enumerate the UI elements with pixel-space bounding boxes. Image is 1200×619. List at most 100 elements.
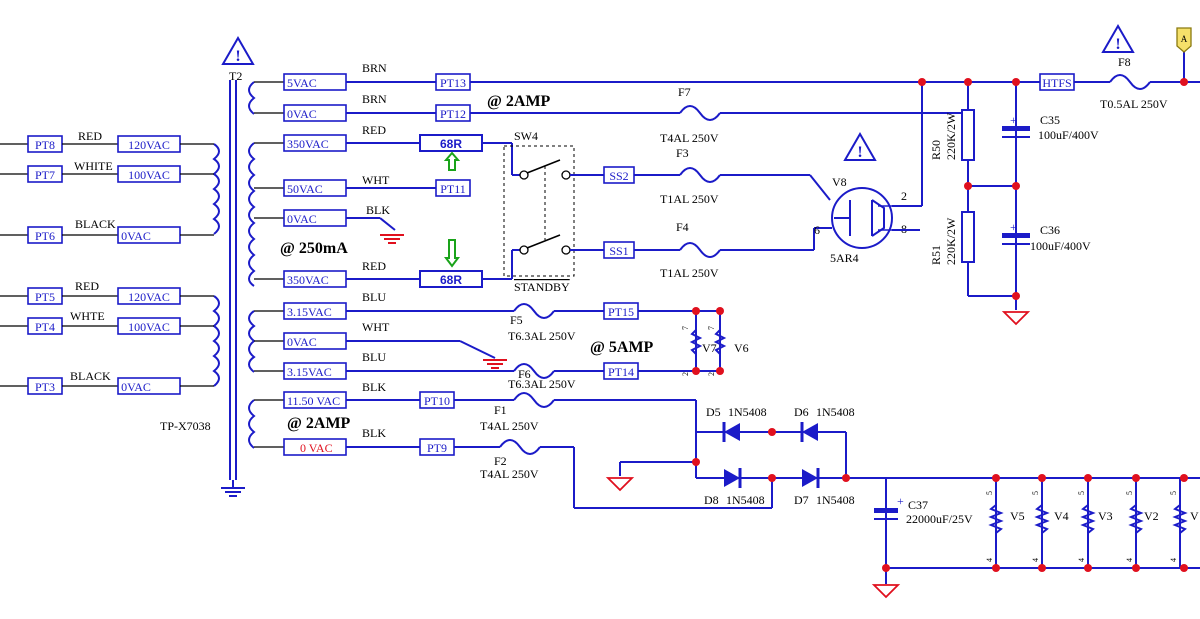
heater-pin: 7	[707, 326, 716, 330]
wire-color: BLU	[362, 350, 386, 364]
connector-label: SS1	[609, 244, 628, 258]
ground-icon	[221, 480, 245, 497]
heater-section: F5 T6.3AL 250V PT15 F6 T6.3AL 250V PT14 …	[346, 302, 749, 391]
heater-pin: 2	[707, 372, 716, 376]
primary-row: PT8 RED 120VAC	[27, 129, 214, 153]
capacitor-ref: C36	[1040, 223, 1060, 237]
fuse-ref: F5	[510, 313, 523, 327]
pt-label: PT15	[608, 305, 634, 319]
down-arrow-icon	[444, 239, 460, 268]
fuse-ref: F8	[1118, 55, 1131, 69]
tube-pin: 5	[1031, 491, 1040, 495]
heater-ref: V6	[734, 341, 749, 355]
volt-label: 3.15VAC	[287, 305, 332, 319]
tube-ref: V4	[1054, 509, 1069, 523]
primary-row: PT3 BLACK 0VAC	[27, 369, 214, 395]
resistor-value: 220K/2W	[944, 217, 958, 265]
wire-color: WHT	[362, 173, 390, 187]
wire-color: BLK	[362, 380, 386, 394]
wire-color: WHT	[362, 320, 390, 334]
warning-icon	[222, 37, 254, 66]
diode-part: 1N5408	[816, 493, 855, 507]
primary-row: PT7 WHITE 100VAC	[27, 159, 214, 183]
secondary-row: 0VAC BRN	[254, 92, 387, 122]
fuse-ref: F4	[676, 220, 689, 234]
tube-heater: V2 5 4	[1125, 478, 1159, 568]
primary-row: PT6 BLACK 0VAC	[27, 217, 214, 244]
ground-icon	[482, 359, 508, 369]
secondary-row: 5VAC BRN	[254, 61, 387, 91]
tube-heater: V4 5 4	[1031, 478, 1069, 568]
tube-ref: V8	[832, 175, 847, 189]
wire-color: BRN	[362, 61, 387, 75]
diode-ref: D8	[704, 493, 719, 507]
junction-dots	[692, 78, 1188, 572]
current-note: @ 2AMP	[287, 415, 351, 432]
secondary-row: 50VAC WHT	[254, 173, 390, 197]
tube-heater: V3 5 4	[1077, 478, 1113, 568]
capacitor-value: 22000uF/25V	[906, 512, 973, 526]
connector-label: SS2	[609, 169, 628, 183]
tube-pin: 4	[1031, 558, 1040, 562]
fuse-rating: T6.3AL 250V	[508, 329, 576, 343]
resistor-value: 220K/2W	[944, 112, 958, 160]
standby-switch: SW4 STANDBY	[503, 129, 575, 294]
diode-part: 1N5408	[726, 493, 765, 507]
volt-label: 50VAC	[287, 182, 323, 196]
filament-5v-section: PT13 PT12 F7 T4AL 250V	[346, 73, 1040, 145]
diode: D8 1N5408	[704, 468, 765, 507]
tube-pin: 4	[1077, 558, 1086, 562]
rectifier-tube-v8: V8 5AR4 2 6 8	[814, 133, 907, 265]
switch-ref: SW4	[514, 129, 538, 143]
wire-color: WHITE	[74, 159, 113, 173]
wire-color: BLK	[366, 203, 390, 217]
wire-color: RED	[75, 279, 99, 293]
tube-heater: V 5 4	[1169, 478, 1199, 568]
primary-row: PT5 RED 120VAC	[27, 279, 214, 305]
diode-part: 1N5408	[728, 405, 767, 419]
secondary-row: 0VAC WHT	[254, 320, 390, 350]
fuse-rating: T4AL 250V	[480, 419, 539, 433]
volt-label: 350VAC	[287, 273, 329, 287]
volt-label: 350VAC	[287, 137, 329, 151]
volt-label: 0 VAC	[300, 441, 333, 455]
marker-label: A	[1181, 34, 1188, 44]
secondary-row: 350VAC RED	[254, 123, 386, 152]
transformer-ref: T2	[229, 69, 242, 83]
tube-pin: 5	[1077, 491, 1086, 495]
tube-pin: 5	[1125, 491, 1134, 495]
tube-ref: V	[1190, 509, 1199, 523]
capacitor-ref: C37	[908, 498, 928, 512]
pt-label: PT8	[35, 138, 55, 152]
tube-pin: 5	[1169, 491, 1178, 495]
secondary-winding: 5VAC BRN 0VAC BRN 350VAC RED 50VAC WHT 0…	[254, 61, 390, 456]
svg-text:+: +	[1010, 113, 1017, 127]
fuse-ref: F6	[518, 367, 531, 381]
wire-color: RED	[78, 129, 102, 143]
tube-heater: V5 5 4	[985, 478, 1025, 568]
heater-pin: 2	[681, 372, 690, 376]
diode: D5 1N5408	[706, 405, 767, 442]
pt-label: PT10	[424, 394, 450, 408]
secondary-row: 0 VAC BLK	[254, 426, 386, 456]
current-note: @ 5AMP	[590, 339, 654, 356]
warning-icon	[1102, 25, 1134, 54]
fuse-rating: T1AL 250V	[660, 266, 719, 280]
wire-color: BLACK	[75, 217, 116, 231]
volt-label: 5VAC	[287, 76, 317, 90]
volt-label: 0VAC	[121, 229, 151, 243]
current-note: @ 250mA	[280, 240, 348, 257]
tube-pin: 6	[814, 223, 820, 237]
volt-label: 0VAC	[287, 335, 317, 349]
heater-ref: V7	[702, 341, 717, 355]
fuse-ref: F1	[494, 403, 507, 417]
volt-label: 120VAC	[128, 290, 170, 304]
warning-icon	[844, 133, 876, 162]
diode-ref: D5	[706, 405, 721, 419]
pt-label: PT12	[440, 107, 466, 121]
pt-label: PT9	[427, 441, 447, 455]
switch-label: STANDBY	[514, 280, 570, 294]
resistor-ref: R51	[929, 245, 943, 265]
output-marker: A	[1176, 27, 1192, 53]
